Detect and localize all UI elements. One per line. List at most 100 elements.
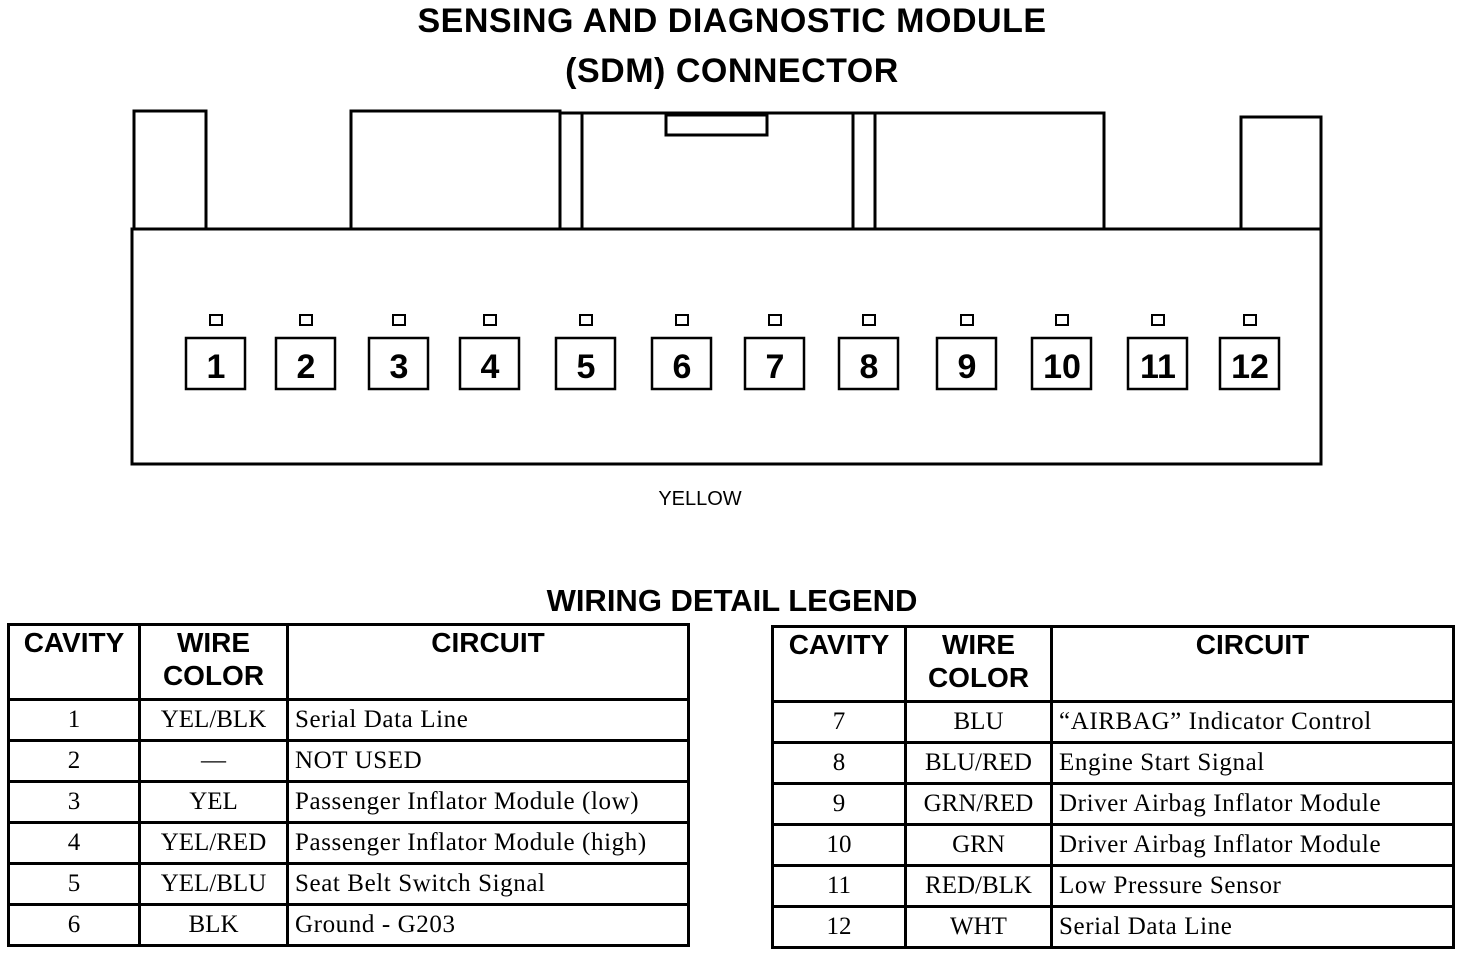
cavity-number: 5 bbox=[577, 348, 596, 386]
pin-indicator-mark bbox=[209, 314, 223, 326]
circuit-cell: Engine Start Signal bbox=[1050, 741, 1455, 785]
cavity-pin-1: 1 bbox=[184, 314, 247, 391]
cavity-number: 8 bbox=[860, 348, 879, 386]
wire-color-cell: BLK bbox=[138, 903, 289, 947]
wire-color-cell: BLU/RED bbox=[904, 741, 1053, 785]
cavity-cell: 10 bbox=[771, 823, 907, 867]
cavity-box bbox=[367, 336, 430, 391]
circuit-cell: Low Pressure Sensor bbox=[1050, 864, 1455, 908]
cavity-header: CAVITY bbox=[7, 623, 141, 701]
cavity-pin-3: 3 bbox=[367, 314, 430, 391]
cavity-box bbox=[1030, 336, 1093, 391]
pin-indicator-mark bbox=[1151, 314, 1165, 326]
circuit-cell: Serial Data Line bbox=[286, 698, 690, 742]
cavity-pin-11: 11 bbox=[1126, 314, 1189, 391]
cavity-cell: 9 bbox=[771, 782, 907, 826]
locking-latch bbox=[664, 113, 769, 137]
cavity-number: 11 bbox=[1140, 348, 1176, 386]
circuit-cell: Passenger Inflator Module (high) bbox=[286, 821, 690, 865]
cavity-number: 1 bbox=[207, 348, 226, 386]
cavity-number: 2 bbox=[297, 348, 316, 386]
circuit-cell: Serial Data Line bbox=[1050, 905, 1455, 949]
pin-indicator-mark bbox=[579, 314, 593, 326]
cavity-pin-6: 6 bbox=[650, 314, 713, 391]
center-housing-block bbox=[580, 111, 855, 229]
cavity-cell: 7 bbox=[771, 700, 907, 744]
cavity-box bbox=[184, 336, 247, 391]
pin-indicator-mark bbox=[1055, 314, 1069, 326]
cavity-cell: 1 bbox=[7, 698, 141, 742]
cavity-cell: 12 bbox=[771, 905, 907, 949]
cavity-box bbox=[554, 336, 617, 391]
cavity-pin-2: 2 bbox=[274, 314, 337, 391]
cavity-cell: 8 bbox=[771, 741, 907, 785]
wire-color-cell: BLU bbox=[904, 700, 1053, 744]
circuit-cell: Passenger Inflator Module (low) bbox=[286, 780, 690, 824]
circuit-header: CIRCUIT bbox=[286, 623, 690, 701]
circuit-cell: “AIRBAG” Indicator Control bbox=[1050, 700, 1455, 744]
diagram-title-line-2: (SDM) CONNECTOR bbox=[565, 52, 899, 90]
cavity-box bbox=[837, 336, 900, 391]
pin-indicator-mark bbox=[483, 314, 497, 326]
cavity-pin-7: 7 bbox=[743, 314, 806, 391]
cavity-box bbox=[274, 336, 337, 391]
diagram-title-line-1: SENSING AND DIAGNOSTIC MODULE bbox=[417, 2, 1047, 40]
pin-indicator-mark bbox=[1243, 314, 1257, 326]
circuit-cell: Driver Airbag Inflator Module bbox=[1050, 823, 1455, 867]
cavity-number: 12 bbox=[1231, 348, 1269, 386]
wire-color-cell: RED/BLK bbox=[904, 864, 1053, 908]
right-housing-tab bbox=[1239, 115, 1323, 229]
pin-indicator-mark bbox=[862, 314, 876, 326]
wire-color-cell: GRN/RED bbox=[904, 782, 1053, 826]
cavity-number: 10 bbox=[1043, 348, 1081, 386]
pin-indicator-mark bbox=[299, 314, 313, 326]
left-center-housing-block bbox=[349, 109, 562, 229]
wire-color-cell: GRN bbox=[904, 823, 1053, 867]
cavity-header: CAVITY bbox=[771, 625, 907, 703]
cavity-box bbox=[743, 336, 806, 391]
cavity-box bbox=[1126, 336, 1189, 391]
circuit-cell: Driver Airbag Inflator Module bbox=[1050, 782, 1455, 826]
cavity-number: 3 bbox=[390, 348, 409, 386]
cavity-cell: 3 bbox=[7, 780, 141, 824]
wire-color-cell: YEL/BLU bbox=[138, 862, 289, 906]
connector-face bbox=[130, 227, 1323, 466]
pin-indicator-mark bbox=[960, 314, 974, 326]
wire-color-cell: WHT bbox=[904, 905, 1053, 949]
connector-color-label: YELLOW bbox=[658, 488, 742, 510]
cavity-cell: 11 bbox=[771, 864, 907, 908]
cavity-number: 4 bbox=[481, 348, 500, 386]
cavity-number: 7 bbox=[766, 348, 785, 386]
cavity-box bbox=[935, 336, 998, 391]
pin-indicator-mark bbox=[392, 314, 406, 326]
wire-color-cell: YEL bbox=[138, 780, 289, 824]
table-row: 2—NOT USED bbox=[7, 739, 690, 783]
cavity-pin-12: 12 bbox=[1218, 314, 1281, 391]
cavity-cell: 4 bbox=[7, 821, 141, 865]
wire-color-cell: YEL/BLK bbox=[138, 698, 289, 742]
cavity-cell: 5 bbox=[7, 862, 141, 906]
cavity-pin-10: 10 bbox=[1030, 314, 1093, 391]
cavity-pin-9: 9 bbox=[935, 314, 998, 391]
cavity-number: 9 bbox=[958, 348, 977, 386]
circuit-cell: Ground - G203 bbox=[286, 903, 690, 947]
cavity-box bbox=[650, 336, 713, 391]
circuit-header: CIRCUIT bbox=[1050, 625, 1455, 703]
cavity-pin-5: 5 bbox=[554, 314, 617, 391]
cavity-box bbox=[1218, 336, 1281, 391]
cavity-number: 6 bbox=[673, 348, 692, 386]
pin-indicator-mark bbox=[768, 314, 782, 326]
